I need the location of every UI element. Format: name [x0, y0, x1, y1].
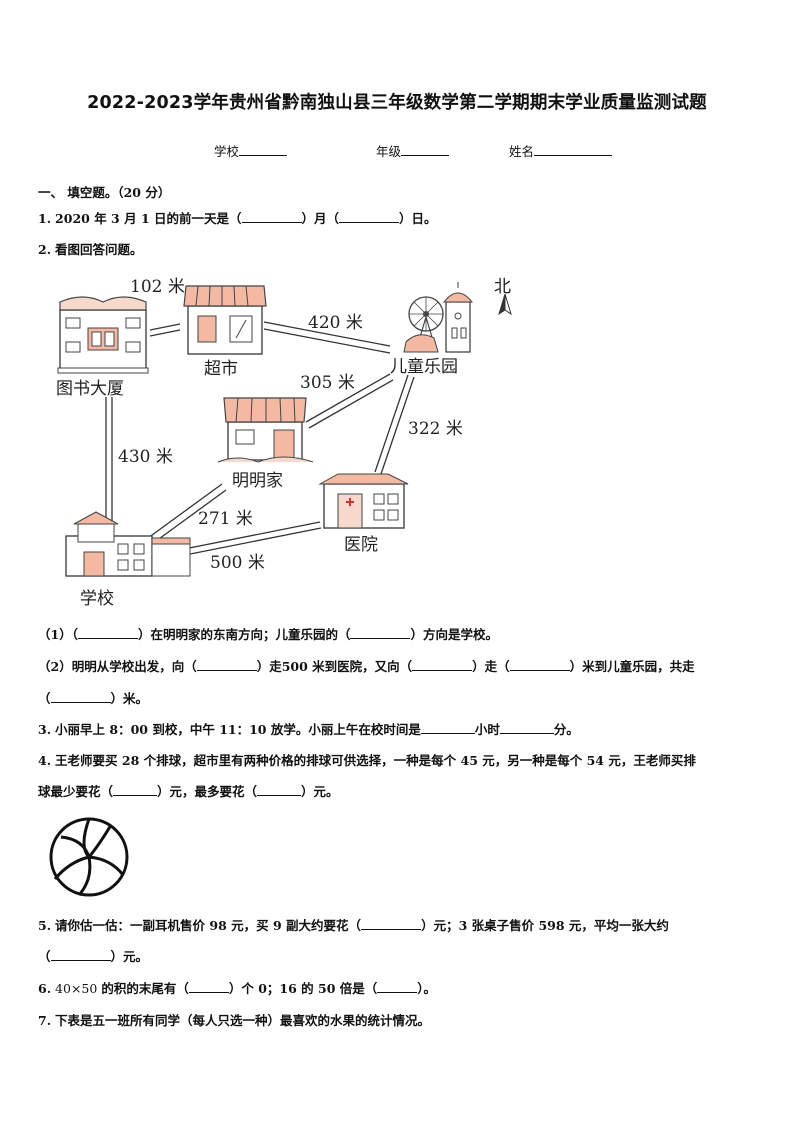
supermarket-icon: [183, 285, 267, 355]
q4b-text-a: 球最少要花（: [38, 784, 114, 799]
q6-blank-1[interactable]: [188, 981, 229, 993]
school-blank[interactable]: [239, 143, 288, 156]
distance-library-school: 430 米: [118, 447, 173, 467]
q2-2-text-c: ）走（: [472, 659, 510, 674]
q3-blank-minutes[interactable]: [499, 722, 554, 734]
question-6: 6. 40×50 的积的末尾有（ ）个 0；16 的 50 倍是（ ）。: [38, 978, 436, 997]
q2-1-text-a: （1）（: [38, 627, 78, 642]
q2-1-blank-2[interactable]: [350, 627, 411, 639]
q2-2-blank-1[interactable]: [196, 659, 257, 671]
roads: [105, 321, 415, 562]
name-field: 姓名: [509, 141, 613, 160]
question-2-2: （2）明明从学校出发，向（ ）走500 米到医院，又向（ ）走（ ）米到儿童乐园，共走: [38, 656, 695, 675]
q1-blank-1[interactable]: [241, 211, 302, 223]
question-4: 4. 王老师要买 28 个排球，超市里有两种价格的排球可供选择，一种是每个 45…: [38, 750, 696, 769]
question-number: 2.: [38, 242, 52, 257]
question-number: 4.: [38, 753, 52, 768]
grade-blank[interactable]: [401, 143, 450, 156]
map-illustration: 图书大厦 超市 儿童乐园 明明家 医院 学校 北 102 米 420 米 305…: [56, 277, 512, 609]
volleyball-icon: [49, 817, 129, 897]
question-number: 7.: [38, 1013, 52, 1028]
q5-text-a: 请你估一估：一副耳机售价 98 元，买 9 副大约要花（: [55, 918, 362, 933]
question-1: 1. 2020 年 3 月 1 日的前一天是（ ）月（ ）日。: [38, 208, 437, 227]
q3-text-c: 分。: [553, 722, 579, 737]
grade-label: 年级: [376, 144, 402, 159]
q5-text-b: ）元；3 张桌子售价 598 元，平均一张大约: [421, 918, 669, 933]
school-label-map: 学校: [80, 589, 114, 609]
name-blank[interactable]: [534, 143, 613, 156]
question-number: 1.: [38, 211, 52, 226]
q3-text-a: 小丽早上 8：00 到校，中午 11：10 放学。小丽上午在校时间是: [55, 722, 421, 737]
section-heading: 一、 填空题。（20 分）: [38, 185, 171, 200]
hospital-icon: [318, 473, 409, 529]
q2-2-blank-3[interactable]: [509, 659, 570, 671]
question-3: 3. 小丽早上 8：00 到校，中午 11：10 放学。小丽上午在校时间是 小时 分…: [38, 719, 579, 738]
q6-text-b: ）个 0；16 的 50 倍是（: [228, 981, 378, 996]
q1-blank-2[interactable]: [339, 211, 400, 223]
q2-2-text-a: （2）明明从学校出发，向（: [38, 659, 197, 674]
q4-text: 王老师要买 28 个排球，超市里有两种价格的排球可供选择，一种是每个 45 元，…: [55, 753, 696, 768]
q2-2b-text-b: ）米。: [110, 691, 149, 706]
hospital-label: 医院: [344, 535, 378, 555]
q6-blank-2[interactable]: [377, 981, 418, 993]
q4-blank-min[interactable]: [113, 784, 158, 796]
question-number: 3.: [38, 722, 52, 737]
q2-2-text-b: ）走500 米到医院，又向（: [256, 659, 413, 674]
q5-blank-1[interactable]: [361, 918, 422, 930]
q2-2-blank-2[interactable]: [412, 659, 473, 671]
north-label: 北: [494, 277, 511, 297]
question-number: 5.: [38, 918, 52, 933]
school-field: 学校: [214, 141, 288, 160]
grade-field: 年级: [376, 141, 450, 160]
name-label: 姓名: [509, 144, 535, 159]
q2-2-text-d: ）米到儿童乐园，共走: [569, 659, 695, 674]
question-4-cont: 球最少要花（ ）元，最多要花（ ）元。: [38, 781, 339, 800]
distance-school-home: 271 米: [198, 509, 253, 529]
q2-2b-text-a: （: [38, 691, 51, 706]
q6-text-a: 的积的末尾有（: [101, 981, 189, 996]
playground-label: 儿童乐园: [390, 357, 458, 377]
distance-home-playground: 305 米: [300, 373, 355, 393]
q1-text-c: ）日。: [399, 211, 437, 226]
q5b-text-a: （: [38, 949, 51, 964]
playground-icon: [403, 282, 474, 353]
distance-school-hospital: 500 米: [210, 553, 265, 573]
distance-playground-hospital: 322 米: [408, 419, 463, 439]
library-label: 图书大厦: [56, 379, 124, 399]
page-title: 2022-2023学年贵州省黔南独山县三年级数学第二学期期末学业质量监测试题: [87, 93, 707, 113]
question-number: 6.: [38, 981, 52, 996]
q6-text-c: ）。: [417, 981, 437, 996]
question-5-cont: （ ）元。: [38, 946, 148, 965]
home-icon: [217, 397, 314, 463]
home-label: 明明家: [232, 471, 283, 491]
question-2-1: （1）（ ）在明明家的东南方向；儿童乐园的（ ）方向是学校。: [38, 624, 498, 643]
q2-1-text-b: ）在明明家的东南方向；儿童乐园的（: [137, 627, 351, 642]
distance-library-supermarket: 102 米: [130, 277, 185, 297]
supermarket-label: 超市: [204, 359, 238, 379]
library-icon: [57, 296, 149, 374]
school-icon: [65, 511, 191, 577]
q4b-text-c: ）元。: [301, 784, 339, 799]
q7-text: 下表是五一班所有同学（每人只选一种）最喜欢的水果的统计情况。: [55, 1013, 431, 1028]
north-arrow-icon: [498, 293, 512, 316]
question-7: 7. 下表是五一班所有同学（每人只选一种）最喜欢的水果的统计情况。: [38, 1010, 430, 1029]
q1-text-b: ）月（: [301, 211, 340, 226]
q2-1-blank-1[interactable]: [77, 627, 138, 639]
q4b-text-b: ）元，最多要花（: [157, 784, 258, 799]
q2-2-blank-4[interactable]: [50, 691, 111, 703]
q5b-text-b: ）元。: [110, 949, 149, 964]
q3-text-b: 小时: [474, 722, 500, 737]
q6-expression: 40×50: [55, 981, 98, 996]
distance-supermarket-playground: 420 米: [308, 313, 363, 333]
school-label: 学校: [214, 144, 240, 159]
q4-blank-max[interactable]: [257, 784, 302, 796]
q5-blank-2[interactable]: [50, 949, 111, 961]
question-2: 2. 看图回答问题。: [38, 239, 143, 258]
question-5: 5. 请你估一估：一副耳机售价 98 元，买 9 副大约要花（ ）元；3 张桌子售…: [38, 915, 669, 934]
question-2-2-cont: （ ）米。: [38, 688, 148, 707]
q2-1-text-c: ）方向是学校。: [410, 627, 498, 642]
q2-text: 看图回答问题。: [55, 242, 143, 257]
q1-text-a: 2020 年 3 月 1 日的前一天是（: [55, 211, 242, 226]
q3-blank-hours[interactable]: [420, 722, 475, 734]
